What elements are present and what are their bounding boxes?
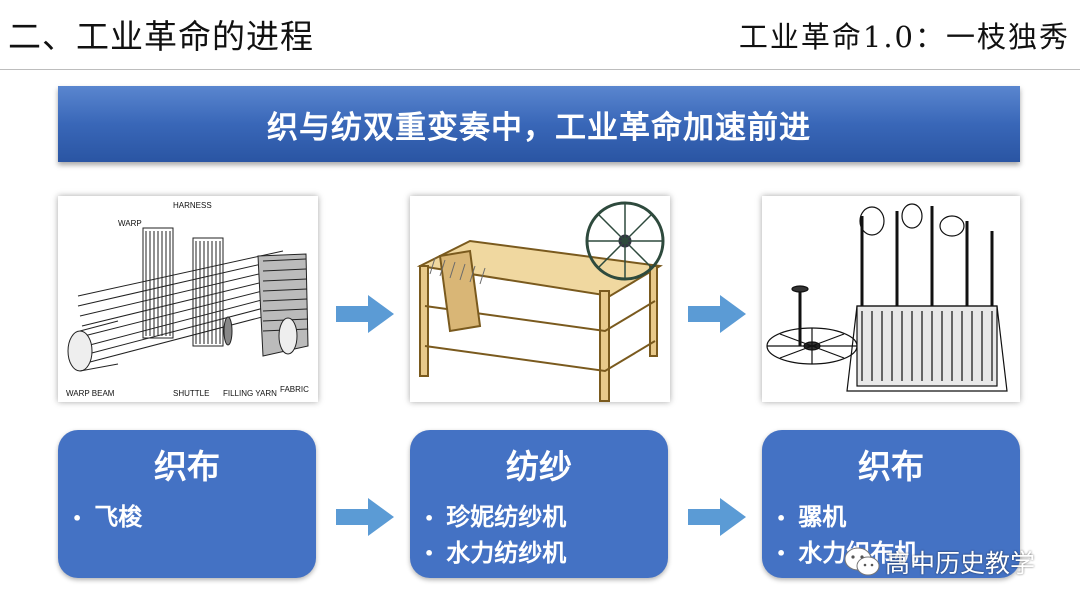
card-title: 织布 — [58, 440, 316, 488]
label-filling-yarn: FILLING YARN — [223, 389, 277, 398]
card-weaving: 织布 •飞梭 — [58, 430, 316, 578]
arrow-right-icon — [336, 498, 394, 536]
arrow-right-icon — [688, 295, 746, 333]
list-item: •珍妮纺纱机 — [424, 500, 566, 536]
card-list: •珍妮纺纱机 •水力纺纱机 — [424, 500, 566, 571]
title-banner: 织与纺双重变奏中，工业革命加速前进 — [58, 86, 1020, 162]
label-harness: HARNESS — [173, 201, 212, 210]
arrow-right-icon — [688, 498, 746, 536]
slide-header: 二、工业革命的进程 工业革命1.0：一枝独秀 — [0, 0, 1080, 70]
list-item: •飞梭 — [72, 500, 142, 536]
header-divider — [0, 69, 1080, 70]
watermark-text: 高中历史教学 — [885, 544, 1035, 580]
card-title: 织布 — [762, 440, 1020, 488]
section-title: 二、工业革命的进程 — [8, 10, 314, 58]
loom-diagram-image: WARP HARNESS WARP BEAM SHUTTLE FILLING Y… — [58, 196, 318, 402]
label-warp: WARP — [118, 219, 142, 228]
label-warp-beam: WARP BEAM — [66, 389, 115, 398]
wechat-icon — [843, 545, 881, 579]
watermark: 高中历史教学 — [843, 542, 1035, 582]
label-shuttle: SHUTTLE — [173, 389, 209, 398]
arrow-right-icon — [336, 295, 394, 333]
list-item: •骡机 — [776, 500, 918, 536]
spinning-jenny-image — [410, 196, 670, 402]
label-fabric: FABRIC — [280, 385, 309, 394]
card-list: •飞梭 — [72, 500, 142, 536]
list-item: •水力纺纱机 — [424, 536, 566, 572]
card-title: 纺纱 — [410, 440, 668, 488]
spinning-mule-image — [762, 196, 1020, 402]
banner-text: 织与纺双重变奏中，工业革命加速前进 — [267, 102, 811, 147]
card-spinning: 纺纱 •珍妮纺纱机 •水力纺纱机 — [410, 430, 668, 578]
slide-subtitle: 工业革命1.0：一枝独秀 — [739, 14, 1070, 56]
